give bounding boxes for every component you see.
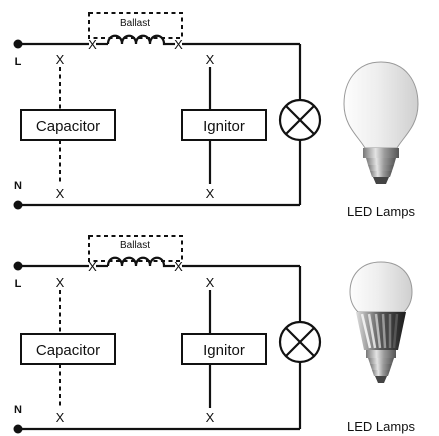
ballast-dashed-box (88, 235, 183, 262)
capacitor-box (20, 109, 116, 141)
led-bulb-smooth-icon (343, 61, 419, 184)
ignitor-label: Ignitor (203, 342, 245, 359)
diagram-bottom: Ballast X X L N X Capacitor X X Ignitor … (13, 235, 415, 434)
lamp-symbol-icon (278, 98, 322, 142)
lamp-symbol-icon (278, 320, 322, 364)
capacitor-branch: X Capacitor X (20, 275, 116, 425)
lamp-caption: LED Lamps (347, 204, 415, 219)
capacitor-label: Capacitor (36, 118, 100, 135)
cut-mark: X (88, 259, 97, 274)
cut-mark: X (206, 275, 215, 290)
line-label: L (15, 278, 22, 290)
line-label: L (15, 56, 22, 68)
cut-mark: X (174, 259, 183, 274)
ballast-dashed-box (88, 12, 183, 39)
cut-mark: X (56, 52, 65, 67)
ignitor-label: Ignitor (203, 118, 245, 135)
ignitor-branch: X Ignitor X (181, 275, 267, 425)
cut-mark: X (56, 410, 65, 425)
cut-mark: X (88, 37, 97, 52)
lamp-caption: LED Lamps (347, 419, 415, 434)
ignitor-box (181, 333, 267, 365)
capacitor-box (20, 333, 116, 365)
cut-mark: X (174, 37, 183, 52)
capacitor-branch: X Capacitor X (20, 52, 116, 201)
cut-mark: X (56, 186, 65, 201)
ballast-label: Ballast (120, 240, 150, 251)
neutral-label: N (14, 180, 22, 192)
cut-mark: X (56, 275, 65, 290)
inductor-coil-icon (106, 256, 166, 268)
inductor-coil-icon (106, 34, 166, 46)
ignitor-branch: X Ignitor X (181, 52, 267, 201)
line-wire (13, 261, 302, 322)
line-wire (13, 39, 302, 100)
neutral-wire (13, 362, 302, 434)
led-bulb-finned-icon (349, 261, 413, 383)
cut-mark: X (206, 52, 215, 67)
ignitor-box (181, 109, 267, 141)
ballast: Ballast (88, 235, 183, 268)
diagram-top: Ballast X X L N X Capacitor X X Ignitor … (13, 12, 419, 219)
ballast-label: Ballast (120, 18, 150, 29)
capacitor-label: Capacitor (36, 342, 100, 359)
cut-mark: X (206, 186, 215, 201)
ballast: Ballast (88, 12, 183, 46)
neutral-label: N (14, 404, 22, 416)
cut-mark: X (206, 410, 215, 425)
neutral-wire (13, 140, 302, 210)
